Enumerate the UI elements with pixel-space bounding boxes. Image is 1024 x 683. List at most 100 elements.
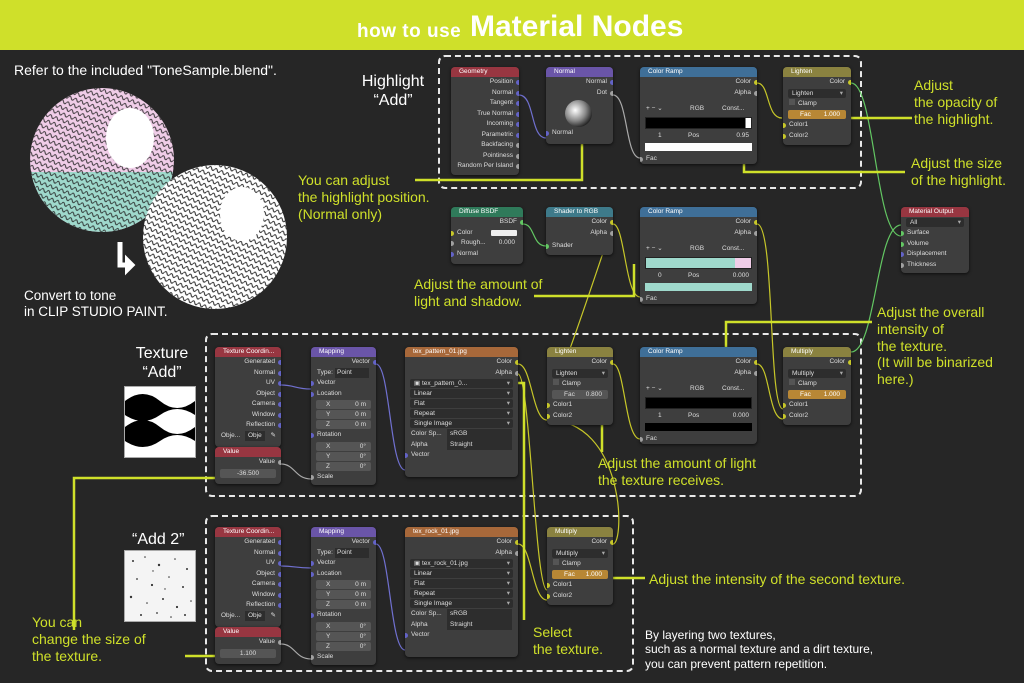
- socket-color2-in[interactable]: Color2: [547, 411, 613, 422]
- output-socket[interactable]: [278, 540, 281, 545]
- node-header[interactable]: Value: [215, 627, 281, 637]
- node-header[interactable]: Texture Coordin...: [215, 527, 281, 537]
- socket-color-out[interactable]: Color: [546, 217, 613, 228]
- socket-normal-out[interactable]: Normal: [546, 77, 613, 88]
- socket-alpha-out[interactable]: Alpha: [405, 548, 518, 559]
- input-socket[interactable]: [547, 403, 550, 408]
- input-socket[interactable]: [451, 251, 454, 257]
- socket-rotation-in[interactable]: Rotation: [311, 610, 376, 621]
- socket-roughness-in[interactable]: Rough...0.000: [451, 238, 523, 249]
- socket-color-out[interactable]: Color: [547, 357, 613, 368]
- socket-value-out[interactable]: Value: [215, 637, 281, 648]
- value[interactable]: 0 m: [355, 401, 366, 408]
- socket-parametric[interactable]: Parametric: [451, 130, 519, 141]
- output-socket[interactable]: [278, 391, 281, 397]
- socket-displacement-in[interactable]: Displacement: [901, 249, 969, 260]
- ramp-add-remove-buttons[interactable]: + − ⌄: [646, 245, 663, 252]
- socket-alpha-out[interactable]: Alpha: [405, 368, 518, 379]
- ramp-mode-select[interactable]: RGB: [690, 105, 705, 112]
- socket-scale-in[interactable]: Scale: [311, 472, 376, 483]
- extension-select[interactable]: Repeat: [410, 589, 513, 598]
- socket-color-out[interactable]: Color: [405, 357, 518, 368]
- socket-vector-in[interactable]: Vector: [405, 630, 518, 641]
- socket-color2-in[interactable]: Color2: [783, 411, 851, 422]
- clamp-checkbox[interactable]: Clamp: [547, 558, 613, 570]
- socket-fac-in[interactable]: Fac: [640, 294, 757, 304]
- source-select[interactable]: Single Image: [410, 599, 513, 608]
- output-socket[interactable]: [278, 460, 281, 465]
- texture-coordinate-node-2[interactable]: Texture Coordin... Generated Normal UV O…: [215, 527, 281, 627]
- source-select[interactable]: Single Image: [410, 419, 513, 428]
- value-field[interactable]: 1.100: [220, 648, 276, 658]
- socket-alpha-out[interactable]: Alpha: [640, 88, 757, 99]
- value-node-1[interactable]: Value Value -36.500: [215, 447, 281, 484]
- output-socket[interactable]: [848, 360, 851, 365]
- fac-value[interactable]: 1.000: [585, 571, 602, 578]
- input-socket[interactable]: [640, 157, 643, 162]
- node-header[interactable]: Geometry: [451, 67, 519, 77]
- socket-color1-in[interactable]: Color1: [783, 400, 851, 411]
- object-picker[interactable]: Obje: [245, 430, 265, 441]
- blend-mode-select[interactable]: Lighten: [788, 88, 846, 98]
- output-socket[interactable]: [373, 360, 376, 365]
- value[interactable]: 0°: [359, 452, 366, 460]
- interpolation-select[interactable]: Linear: [410, 389, 513, 398]
- output-socket[interactable]: [848, 80, 851, 85]
- ramp-interp-select[interactable]: Const...: [722, 105, 745, 112]
- socket-object[interactable]: Object: [215, 389, 281, 400]
- checkbox-box[interactable]: [789, 378, 795, 385]
- input-socket[interactable]: [901, 262, 904, 268]
- checkbox-box[interactable]: [553, 378, 559, 385]
- node-header[interactable]: Lighten: [547, 347, 613, 357]
- mapping-node-2[interactable]: Mapping Vector Type:Point Vector Locatio…: [311, 527, 376, 665]
- socket-backfacing[interactable]: Backfacing: [451, 140, 519, 151]
- blend-mode-select[interactable]: Multiply: [788, 368, 846, 378]
- socket-color-out[interactable]: Color: [405, 537, 518, 548]
- node-header[interactable]: Texture Coordin...: [215, 347, 281, 357]
- type-select[interactable]: Point: [335, 367, 369, 378]
- socket-pointiness[interactable]: Pointiness: [451, 151, 519, 162]
- node-header[interactable]: Color Ramp: [640, 67, 757, 77]
- socket-scale-in[interactable]: Scale: [311, 652, 376, 663]
- output-socket[interactable]: [278, 412, 281, 418]
- output-socket[interactable]: [515, 360, 518, 365]
- input-socket[interactable]: [311, 381, 314, 386]
- input-socket[interactable]: [451, 230, 454, 236]
- value[interactable]: 0°: [359, 622, 366, 630]
- value[interactable]: 0°: [359, 442, 366, 450]
- pos-value[interactable]: 0.000: [732, 411, 749, 419]
- image-texture-node-rock[interactable]: tex_rock_01.jpg Color Alpha ▣ tex_rock_0…: [405, 527, 518, 657]
- socket-true-normal[interactable]: True Normal: [451, 109, 519, 120]
- output-socket[interactable]: [754, 80, 757, 85]
- value[interactable]: 0 m: [355, 601, 366, 608]
- output-socket[interactable]: [278, 360, 281, 365]
- socket-shader-in[interactable]: Shader: [546, 241, 613, 252]
- diffuse-bsdf-node[interactable]: Diffuse BSDF BSDF Color Rough...0.000 No…: [451, 207, 523, 264]
- output-socket[interactable]: [754, 220, 757, 225]
- input-socket[interactable]: [451, 241, 454, 246]
- input-socket[interactable]: [546, 131, 549, 136]
- node-header[interactable]: Mapping: [311, 347, 376, 357]
- output-socket[interactable]: [516, 143, 519, 148]
- socket-position[interactable]: Position: [451, 77, 519, 88]
- type-row[interactable]: Type:Point: [311, 367, 376, 378]
- input-socket[interactable]: [405, 453, 408, 458]
- ramp-add-remove-buttons[interactable]: + − ⌄: [646, 385, 663, 392]
- geometry-node[interactable]: Geometry Position Normal Tangent True No…: [451, 67, 519, 175]
- blend-mode-select[interactable]: Multiply: [552, 548, 608, 558]
- output-socket[interactable]: [516, 153, 519, 159]
- socket-location-in[interactable]: Location: [311, 569, 376, 580]
- stop-index[interactable]: 1: [658, 131, 662, 139]
- socket-color1-in[interactable]: Color1: [547, 400, 613, 411]
- input-socket[interactable]: [783, 123, 786, 128]
- color-ramp-bar[interactable]: [645, 396, 752, 409]
- input-socket[interactable]: [547, 593, 550, 599]
